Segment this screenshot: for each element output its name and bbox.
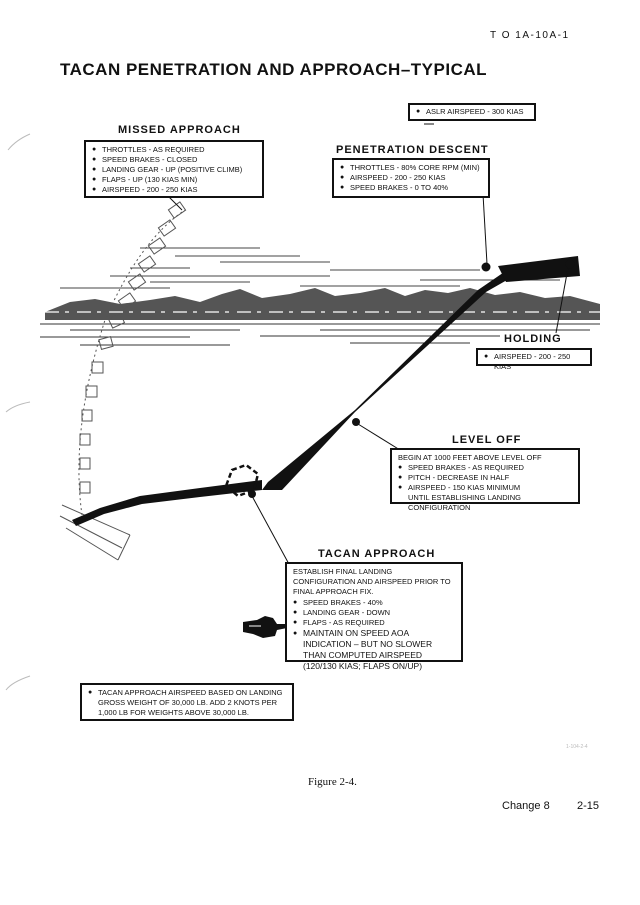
tacan-approach-item: LANDING GEAR - DOWN bbox=[293, 608, 455, 618]
level-off-intro: BEGIN AT 1000 FEET ABOVE LEVEL OFF bbox=[398, 453, 542, 462]
note-box: TACAN APPROACH AIRSPEED BASED ON LANDING… bbox=[80, 683, 294, 721]
penetration-descent-box: THROTTLES - 80% CORE RPM (MIN) AIRSPEED … bbox=[332, 158, 490, 198]
level-off-item: SPEED BRAKES - AS REQUIRED bbox=[398, 463, 572, 473]
tacan-approach-title: TACAN APPROACH bbox=[318, 548, 436, 560]
penetration-descent-item: THROTTLES - 80% CORE RPM (MIN) bbox=[340, 163, 482, 173]
missed-approach-item: AIRSPEED - 200 - 250 KIAS bbox=[92, 185, 256, 195]
penetration-descent-title: PENETRATION DESCENT bbox=[336, 144, 489, 156]
level-off-item: PITCH - DECREASE IN HALF bbox=[398, 473, 572, 483]
runway bbox=[59, 504, 131, 561]
page-title: TACAN PENETRATION AND APPROACH–TYPICAL bbox=[60, 60, 488, 79]
holding-title: HOLDING bbox=[504, 333, 562, 345]
missed-approach-title: MISSED APPROACH bbox=[118, 124, 241, 136]
figure-reference-mark: 1-104-2-4 bbox=[566, 744, 588, 750]
level-off-continuation: UNTIL ESTABLISHING LANDING CONFIGURATION bbox=[408, 493, 521, 512]
level-off-box: BEGIN AT 1000 FEET ABOVE LEVEL OFF SPEED… bbox=[390, 448, 580, 512]
tacan-approach-intro: ESTABLISH FINAL LANDING CONFIGURATION AN… bbox=[293, 567, 451, 596]
change-number: Change 8 bbox=[502, 800, 550, 812]
aslr-airspeed-box: ASLR AIRSPEED - 300 KIAS bbox=[408, 103, 536, 121]
note-text: TACAN APPROACH AIRSPEED BASED ON LANDING… bbox=[88, 688, 286, 718]
level-off-title: LEVEL OFF bbox=[452, 434, 522, 446]
horizon-lines bbox=[60, 247, 560, 289]
missed-approach-path bbox=[78, 201, 187, 516]
holding-item: AIRSPEED - 200 - 250 KIAS bbox=[484, 352, 584, 372]
missed-approach-item: LANDING GEAR - UP (POSITIVE CLIMB) bbox=[92, 165, 256, 175]
leader-lines bbox=[167, 123, 569, 567]
tacan-approach-box: ESTABLISH FINAL LANDING CONFIGURATION AN… bbox=[285, 562, 463, 671]
missed-approach-item: SPEED BRAKES - CLOSED bbox=[92, 155, 256, 165]
page-number: 2-15 bbox=[577, 800, 600, 812]
penetration-descent-item: AIRSPEED - 200 - 250 KIAS bbox=[340, 173, 482, 183]
missed-approach-item: FLAPS - UP (130 KIAS MIN) bbox=[92, 175, 256, 185]
level-off-item: AIRSPEED - 150 KIAS MINIMUM bbox=[398, 483, 572, 493]
tacan-approach-item: SPEED BRAKES - 40% bbox=[293, 598, 455, 608]
missed-approach-item: THROTTLES - AS REQUIRED bbox=[92, 145, 256, 155]
tacan-approach-item: FLAPS - AS REQUIRED bbox=[293, 618, 455, 628]
missed-approach-box: THROTTLES - AS REQUIRED SPEED BRAKES - C… bbox=[84, 140, 264, 198]
flight-path bbox=[72, 256, 580, 526]
tacan-approach-item: MAINTAIN ON SPEED AOA INDICATION – BUT N… bbox=[293, 628, 455, 672]
figure-caption: Figure 2-4. bbox=[308, 776, 357, 788]
holding-box: AIRSPEED - 200 - 250 KIAS bbox=[476, 348, 592, 371]
pointing-hand-icon bbox=[243, 616, 287, 638]
penetration-descent-item: SPEED BRAKES - 0 TO 40% bbox=[340, 183, 482, 193]
aslr-airspeed: ASLR AIRSPEED - 300 KIAS bbox=[416, 107, 528, 117]
document-id: T O 1A-10A-1 bbox=[490, 30, 570, 41]
